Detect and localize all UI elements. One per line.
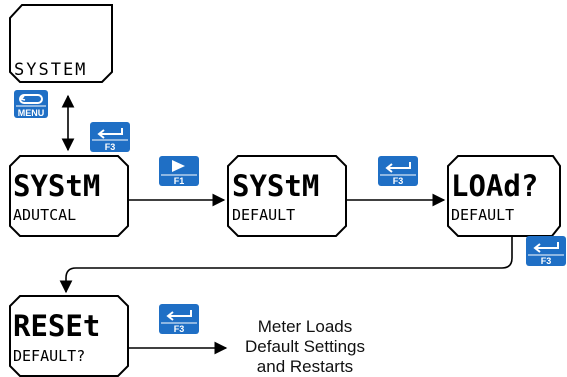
menu-button[interactable]: MENU — [14, 90, 48, 118]
return-arrow-icon — [385, 162, 411, 173]
display-system-default-line1: SYStM — [232, 169, 319, 203]
f3-button-4[interactable]: F3 — [159, 304, 199, 334]
connector-to-reset-default — [59, 236, 513, 294]
f1-button-label: F1 — [174, 176, 185, 186]
result-note-line1: Meter Loads — [258, 317, 353, 336]
f3-button-1[interactable]: F3 — [90, 122, 130, 152]
display-system-line1: SYSTEM — [14, 60, 87, 80]
menu-button-label: MENU — [18, 108, 45, 118]
f3-button-3-label: F3 — [541, 256, 552, 266]
display-system-adutcal-line2: ADUTCAL — [13, 206, 76, 224]
f3-button-4-label: F3 — [174, 324, 185, 334]
display-reset-default-line1: RESEt — [13, 309, 100, 343]
f3-button-2[interactable]: F3 — [378, 156, 418, 186]
display-system-default: SYStM DEFAULT — [227, 155, 347, 237]
display-reset-default-line2: DEFAULT? — [13, 347, 85, 365]
display-system-default-line2: DEFAULT — [232, 206, 295, 224]
display-system-adutcal-line1: SYStM — [13, 169, 100, 203]
f3-button-3[interactable]: F3 — [526, 236, 566, 266]
display-load-default-line1: LOAd? — [451, 169, 538, 203]
cycle-arrows-icon — [19, 94, 43, 104]
return-arrow-icon — [533, 242, 559, 253]
display-load-default: LOAd? DEFAULT — [447, 155, 561, 237]
return-arrow-icon — [166, 310, 192, 321]
play-arrow-icon — [172, 160, 185, 172]
display-reset-default: RESEt DEFAULT? — [9, 295, 129, 377]
display-system: SYSTEM — [9, 4, 113, 83]
display-load-default-line2: DEFAULT — [451, 206, 514, 224]
result-note-line2: Default Settings — [245, 337, 365, 356]
result-note-line3: and Restarts — [257, 357, 353, 376]
result-note: Meter Loads Default Settings and Restart… — [245, 317, 365, 376]
f3-button-1-label: F3 — [105, 142, 116, 152]
f1-button[interactable]: F1 — [159, 156, 199, 186]
display-system-adutcal: SYStM ADUTCAL — [9, 155, 129, 237]
return-arrow-icon — [97, 128, 123, 139]
f3-button-2-label: F3 — [393, 176, 404, 186]
